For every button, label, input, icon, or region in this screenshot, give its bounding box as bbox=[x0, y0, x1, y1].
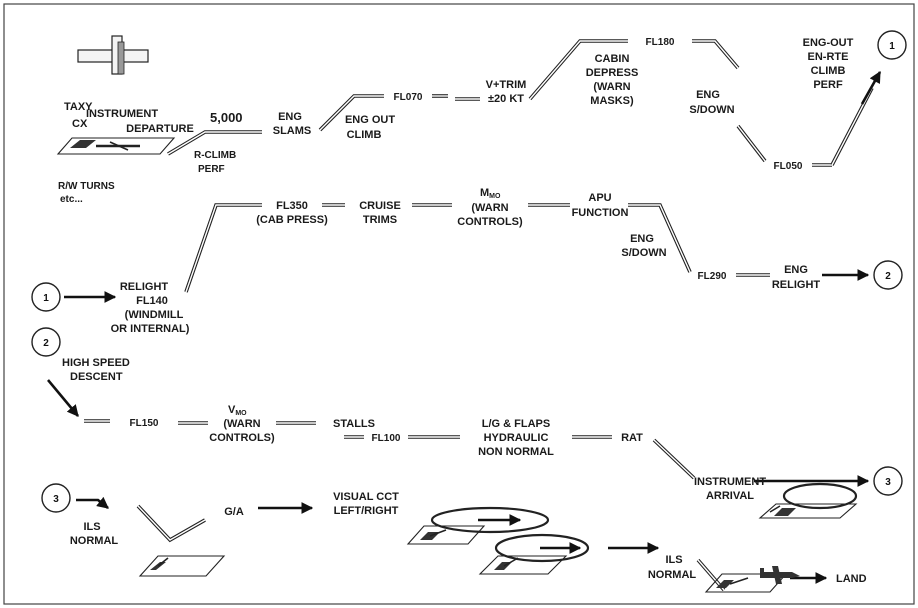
fl100-label: FL100 bbox=[372, 433, 401, 444]
svg-text:2: 2 bbox=[43, 338, 49, 349]
diagram-frame bbox=[3, 3, 915, 605]
cabin-label: CABIN bbox=[595, 53, 630, 65]
high-speed-label: HIGH SPEED bbox=[62, 357, 130, 369]
aircraft-legend-icon bbox=[77, 35, 149, 75]
depress-label: DEPRESS bbox=[586, 67, 639, 79]
eng-out-enrte-1: ENG-OUT bbox=[803, 37, 854, 49]
instrument-arrival-1: INSTRUMENT bbox=[694, 476, 766, 488]
hydraulic-label: HYDRAULIC bbox=[484, 432, 549, 444]
connector-2-in: 2 bbox=[31, 327, 61, 357]
masks-label: MASKS) bbox=[590, 95, 634, 107]
fl180-label: FL180 bbox=[646, 37, 675, 48]
ils-runway-1-icon bbox=[138, 555, 226, 577]
apu-label: APU bbox=[588, 192, 611, 204]
eng-out-label: ENG OUT bbox=[345, 114, 395, 126]
eng-out-enrte-4: PERF bbox=[813, 79, 843, 91]
connector-1-in: 1 bbox=[31, 282, 61, 312]
eng-sdown-label-2: S/DOWN bbox=[689, 104, 734, 116]
non-normal-label: NON NORMAL bbox=[478, 446, 554, 458]
vmo-warn-label: (WARN bbox=[223, 418, 260, 430]
perf-label: PERF bbox=[198, 164, 225, 175]
trim-kt-label: ±20 KT bbox=[488, 93, 524, 105]
or-internal-label: OR INTERNAL) bbox=[111, 323, 190, 335]
row1-exit-arrow bbox=[860, 70, 882, 105]
eng-out-enrte-2: EN-RTE bbox=[808, 51, 849, 63]
row1-profile-line bbox=[167, 39, 882, 167]
vmo-label: VMO bbox=[228, 404, 247, 417]
stalls-label: STALLS bbox=[333, 418, 375, 430]
instrument-arrival-2: ARRIVAL bbox=[706, 490, 754, 502]
mmo-controls-label: CONTROLS) bbox=[457, 216, 523, 228]
visual-circuit-ellipse-2 bbox=[494, 533, 590, 563]
land-label: LAND bbox=[836, 573, 867, 585]
departure-label: DEPARTURE bbox=[126, 123, 194, 135]
taxy-label: TAXY bbox=[64, 101, 93, 113]
landing-aircraft-icon bbox=[760, 566, 800, 584]
mmo-warn-label: (WARN bbox=[471, 202, 508, 214]
eng-sdown-label-1: ENG bbox=[696, 89, 720, 101]
ils-label-2: ILS bbox=[665, 554, 682, 566]
visual-circuit-ellipse-1 bbox=[430, 506, 550, 534]
connector-1-out: 1 bbox=[877, 30, 907, 60]
altitude-5000-label: 5,000 bbox=[210, 110, 243, 125]
left-right-label: LEFT/RIGHT bbox=[334, 505, 399, 517]
relight-label: RELIGHT bbox=[120, 281, 169, 293]
rw-turns-label: R/W TURNS bbox=[58, 181, 115, 192]
cab-press-label: (CAB PRESS) bbox=[256, 214, 328, 226]
fl150-label: FL150 bbox=[130, 418, 159, 429]
warn-label: (WARN bbox=[593, 81, 630, 93]
eng-relight-1: ENG bbox=[784, 264, 808, 276]
cx-label: CX bbox=[72, 118, 88, 130]
fl070-label: FL070 bbox=[394, 92, 423, 103]
descent-label: DESCENT bbox=[70, 371, 123, 383]
connector-3-in: 3 bbox=[41, 483, 71, 513]
eng-relight-2: RELIGHT bbox=[772, 279, 821, 291]
svg-text:3: 3 bbox=[53, 494, 59, 505]
trims-label: TRIMS bbox=[363, 214, 397, 226]
normal-label-2: NORMAL bbox=[648, 569, 697, 581]
v-trim-label: V+TRIM bbox=[486, 79, 527, 91]
ils-label-1: ILS bbox=[83, 521, 100, 533]
climb-label: CLIMB bbox=[347, 129, 382, 141]
arrival-circuit-ellipse bbox=[782, 482, 858, 510]
normal-label-1: NORMAL bbox=[70, 535, 119, 547]
svg-text:1: 1 bbox=[889, 41, 895, 52]
lg-flaps-label: L/G & FLAPS bbox=[482, 418, 550, 430]
ga-label: G/A bbox=[224, 506, 244, 518]
row2-eng-sdown-1: ENG bbox=[630, 233, 654, 245]
windmill-label: (WINDMILL bbox=[125, 309, 184, 321]
runway-1-icon bbox=[56, 137, 176, 155]
svg-text:1: 1 bbox=[43, 293, 49, 304]
row2-eng-sdown-2: S/DOWN bbox=[621, 247, 666, 259]
eng-slams-label-2: SLAMS bbox=[273, 125, 312, 137]
cruise-label: CRUISE bbox=[359, 200, 401, 212]
visual-cct-label: VISUAL CCT bbox=[333, 491, 399, 503]
eng-out-enrte-3: CLIMB bbox=[811, 65, 846, 77]
svg-text:2: 2 bbox=[885, 271, 891, 282]
row4-profile-line bbox=[76, 496, 828, 592]
function-label: FUNCTION bbox=[572, 207, 629, 219]
fl350-label: FL350 bbox=[276, 200, 308, 212]
instrument-label: INSTRUMENT bbox=[86, 108, 158, 120]
fl050-label: FL050 bbox=[774, 161, 803, 172]
svg-text:3: 3 bbox=[885, 477, 891, 488]
fl140-label: FL140 bbox=[136, 295, 168, 307]
row3-profile-line bbox=[47, 379, 870, 487]
r-climb-label: R-CLIMB bbox=[194, 150, 236, 161]
visual-circuit-runway-2-icon bbox=[478, 555, 568, 575]
connector-2-out: 2 bbox=[873, 260, 903, 290]
rat-label: RAT bbox=[621, 432, 643, 444]
row2-profile-line bbox=[64, 203, 870, 303]
arrival-runway-icon bbox=[758, 503, 858, 519]
etc-label: etc... bbox=[60, 194, 83, 205]
visual-circuit-runway-icon bbox=[406, 525, 486, 545]
eng-slams-label-1: ENG bbox=[278, 111, 302, 123]
mmo-label: MMO bbox=[480, 187, 501, 200]
connector-3-out: 3 bbox=[873, 466, 903, 496]
fl290-label: FL290 bbox=[698, 271, 727, 282]
vmo-controls-label: CONTROLS) bbox=[209, 432, 275, 444]
